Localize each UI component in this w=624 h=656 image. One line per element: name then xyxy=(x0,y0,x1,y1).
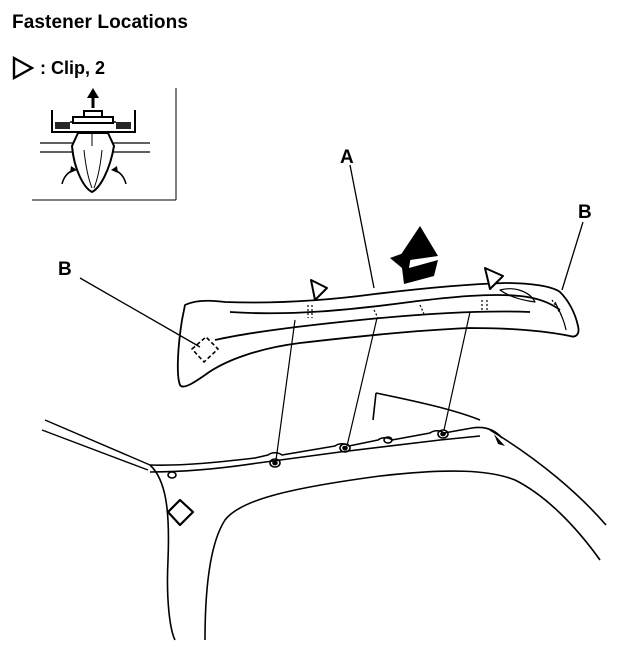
mounting-holes xyxy=(167,429,449,479)
callout-b-right: B xyxy=(578,202,592,223)
alignment-lines xyxy=(275,311,471,461)
clip-detail-inset xyxy=(32,88,177,201)
removal-arrow-head-icon xyxy=(396,226,438,262)
legend-text: : Clip, 2 xyxy=(40,57,106,78)
leader-lines xyxy=(79,164,584,348)
triangle-outline-icon xyxy=(12,56,34,80)
tailgate-body xyxy=(41,392,607,641)
squeeze-arrow-left-icon xyxy=(61,166,77,185)
callout-a: A xyxy=(340,147,354,168)
trim-panel-section xyxy=(51,110,136,133)
spoiler-part-a xyxy=(176,267,580,388)
legend: : Clip, 2 xyxy=(12,55,105,81)
squeeze-arrow-right-icon xyxy=(111,166,127,185)
up-arrow-icon xyxy=(87,88,99,108)
callout-b-left: B xyxy=(58,259,72,280)
page-title: Fastener Locations xyxy=(12,12,189,33)
clip-body xyxy=(70,132,116,194)
